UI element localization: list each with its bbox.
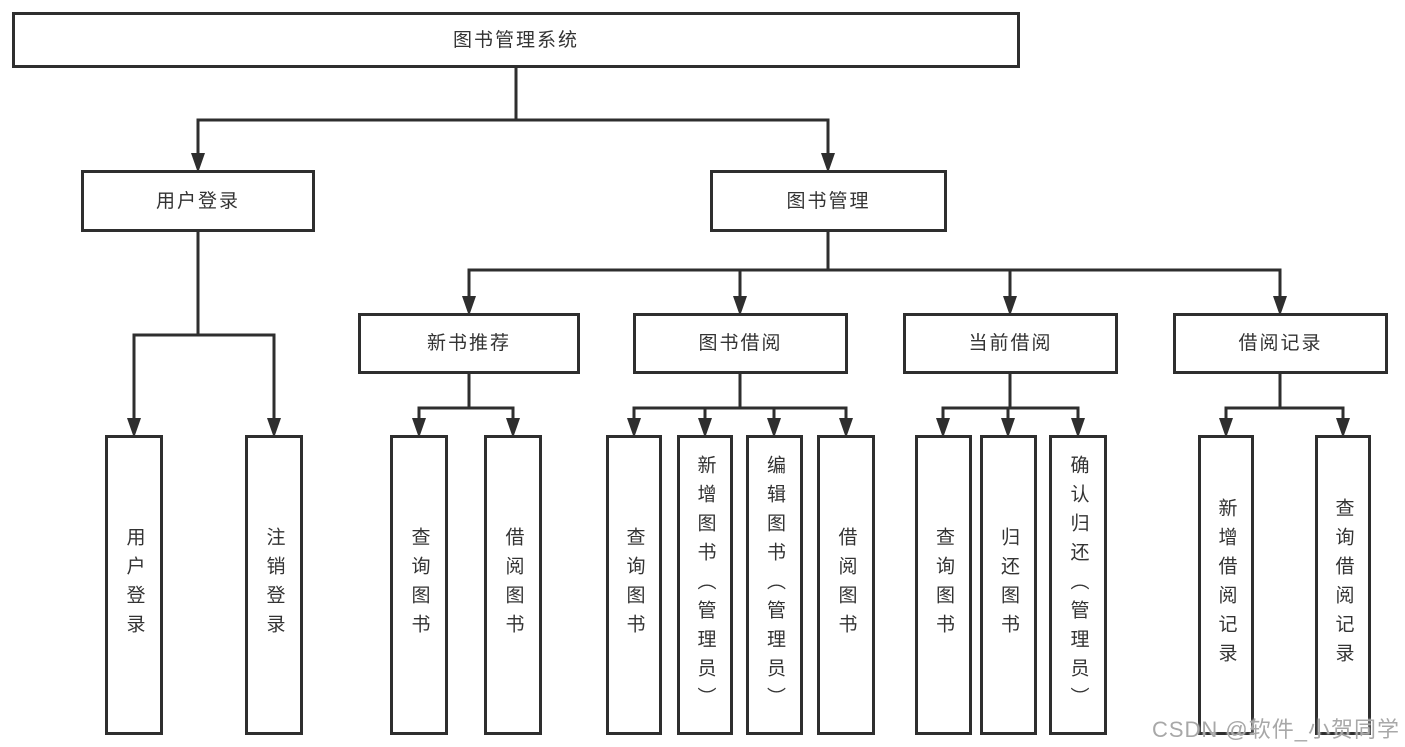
leaf-label: 用户登录 [123, 527, 145, 643]
leaf-label: 注销登录 [263, 527, 285, 643]
leaf-query-books-borrow: 查询图书 [606, 435, 662, 735]
leaf-label: 归还图书 [998, 527, 1019, 643]
node-book-borrow: 图书借阅 [633, 313, 848, 374]
node-library-management-system: 图书管理系统 [12, 12, 1020, 68]
leaf-label: 确认归还（管理员） [1067, 454, 1089, 716]
leaf-borrow-books: 借阅图书 [817, 435, 875, 735]
leaf-label: 查询图书 [408, 527, 430, 643]
node-label: 图书管理系统 [452, 29, 579, 51]
leaf-label: 查询借阅记录 [1332, 498, 1354, 672]
leaf-label: 查询图书 [623, 527, 645, 643]
leaf-label: 新增图书（管理员） [694, 454, 716, 716]
leaf-query-borrow-record: 查询借阅记录 [1315, 435, 1371, 735]
leaf-add-borrow-record: 新增借阅记录 [1198, 435, 1254, 735]
leaf-query-books-recommend: 查询图书 [390, 435, 448, 735]
leaf-logout: 注销登录 [245, 435, 303, 735]
leaf-label: 新增借阅记录 [1215, 498, 1237, 672]
node-label: 借阅记录 [1238, 333, 1323, 354]
node-book-management: 图书管理 [710, 170, 947, 232]
node-user-login-group: 用户登录 [81, 170, 315, 232]
leaf-edit-books-admin: 编辑图书（管理员） [746, 435, 803, 735]
leaf-label: 编辑图书（管理员） [764, 454, 785, 716]
csdn-watermark: CSDN @软件_小贺同学 [1151, 717, 1400, 742]
node-label: 当前借阅 [968, 333, 1053, 354]
node-label: 图书管理 [786, 190, 871, 212]
node-label: 图书借阅 [698, 333, 783, 354]
leaf-label: 借阅图书 [835, 527, 857, 643]
node-label: 用户登录 [155, 190, 240, 212]
leaf-return-books: 归还图书 [980, 435, 1037, 735]
node-borrow-records: 借阅记录 [1173, 313, 1388, 374]
leaf-borrow-books-recommend: 借阅图书 [484, 435, 542, 735]
arrowheads [127, 153, 1350, 438]
leaf-user-login: 用户登录 [105, 435, 163, 735]
leaf-add-books-admin: 新增图书（管理员） [677, 435, 733, 735]
node-current-borrow: 当前借阅 [903, 313, 1118, 374]
node-new-book-recommend: 新书推荐 [358, 313, 580, 374]
leaf-label: 查询图书 [933, 527, 954, 643]
node-label: 新书推荐 [426, 333, 511, 354]
leaf-label: 借阅图书 [502, 527, 524, 643]
leaf-confirm-return-admin: 确认归还（管理员） [1049, 435, 1107, 735]
leaf-query-books-current: 查询图书 [915, 435, 972, 735]
